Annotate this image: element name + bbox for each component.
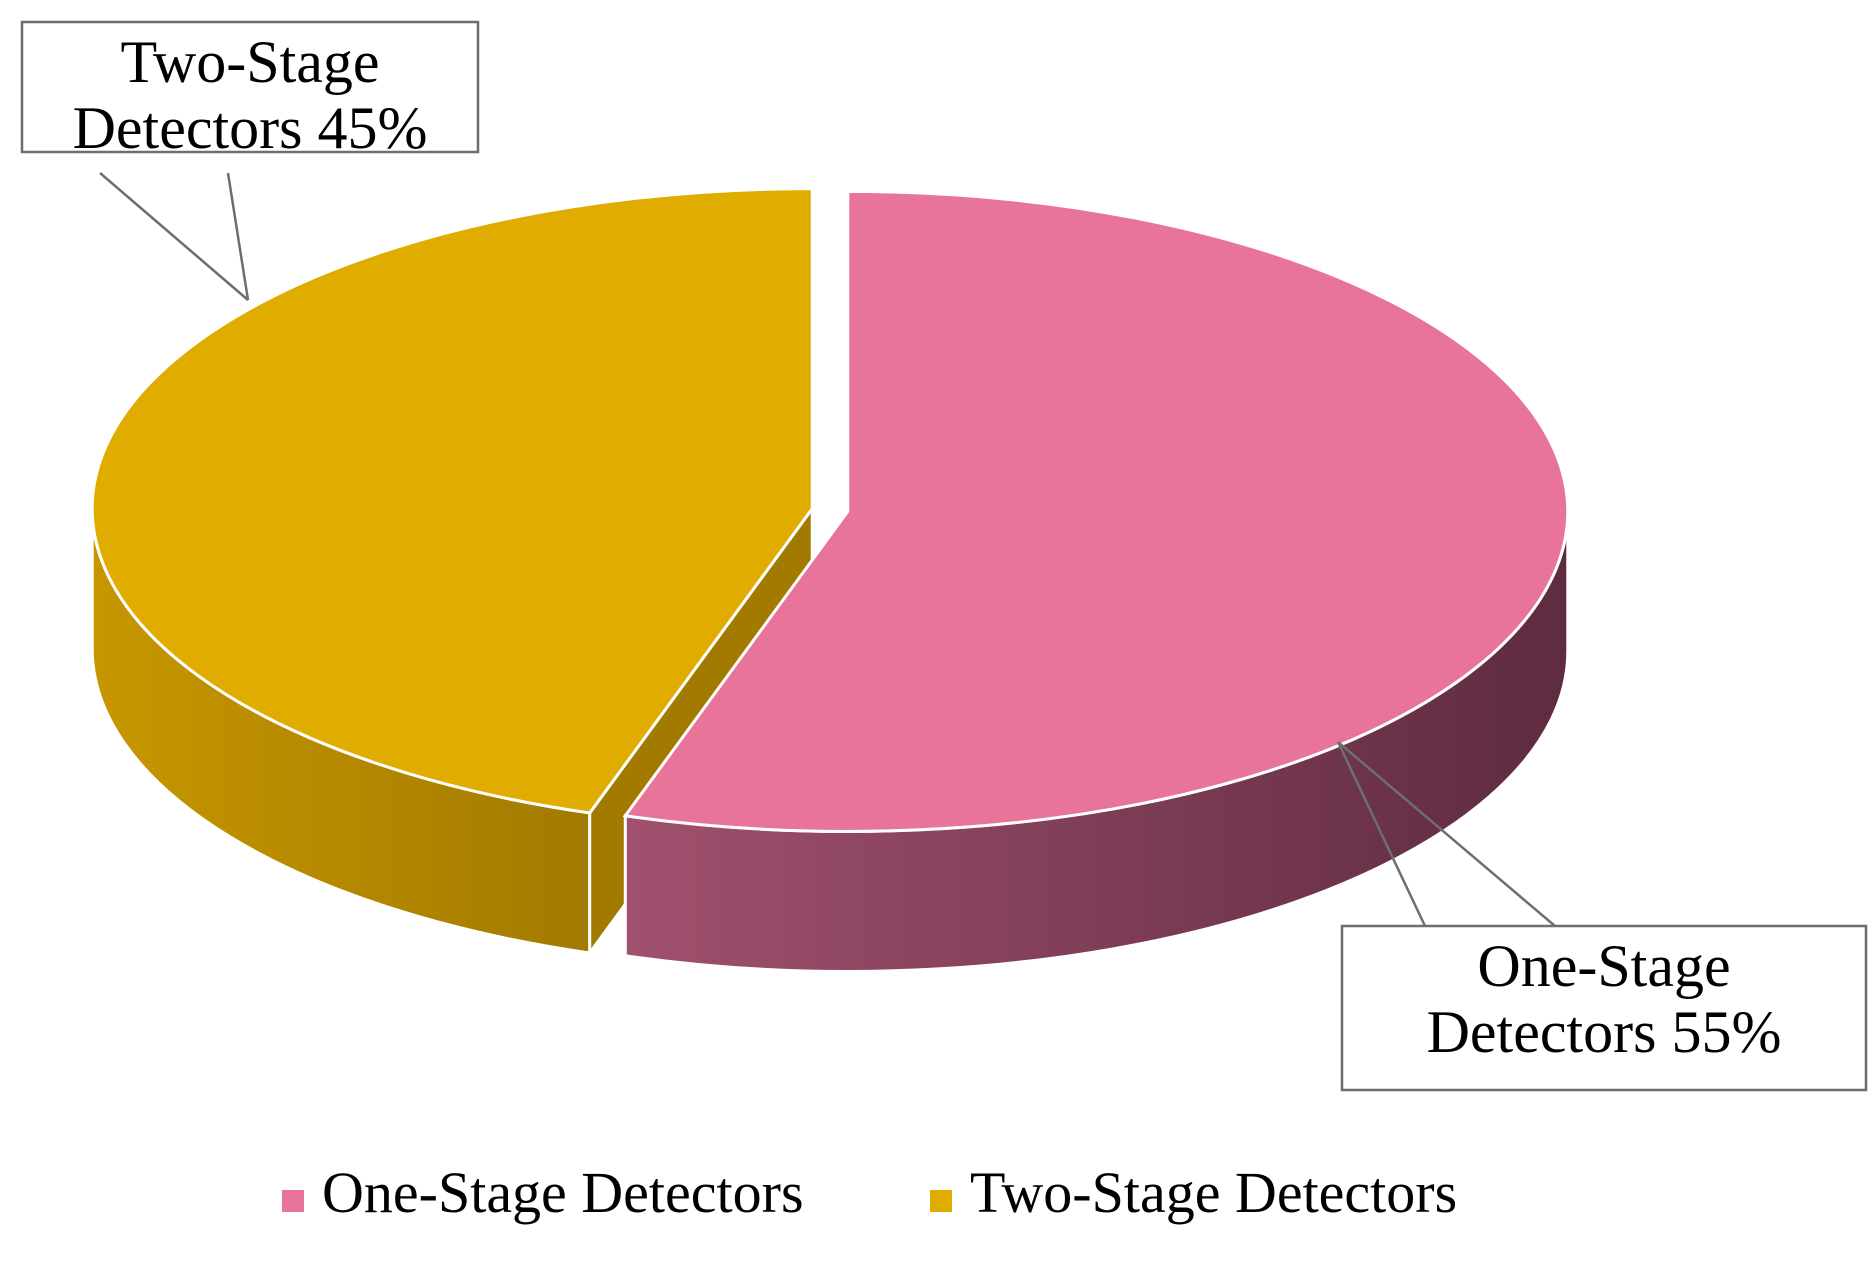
legend-label-one-stage: One-Stage Detectors <box>322 1160 804 1225</box>
leader-line-one-stage-2 <box>1337 741 1556 927</box>
slice-one-stage <box>622 189 1570 833</box>
chart-legend: One-Stage Detectors Two-Stage Detectors <box>282 1160 1457 1225</box>
leader-line-two-stage-2 <box>226 172 250 301</box>
slice-two-stage <box>90 187 814 815</box>
callout-box-one-stage <box>1340 924 1868 1092</box>
legend-swatch-two-stage <box>930 1190 952 1212</box>
leader-line-two-stage <box>99 172 249 301</box>
legend-label-two-stage: Two-Stage Detectors <box>970 1160 1457 1225</box>
legend-swatch-one-stage <box>282 1190 304 1212</box>
leader-line-one-stage <box>1336 741 1427 927</box>
callout-box-two-stage <box>20 20 480 154</box>
slices-layer <box>90 187 1570 973</box>
data-label-two-stage-line-1: Two-Stage <box>120 29 379 95</box>
data-label-two-stage-line-2: Detectors 45% <box>73 95 428 161</box>
data-label-one-stage-line-2: Detectors 55% <box>1427 999 1782 1065</box>
data-label-one-stage-line-1: One-Stage <box>1477 933 1730 999</box>
